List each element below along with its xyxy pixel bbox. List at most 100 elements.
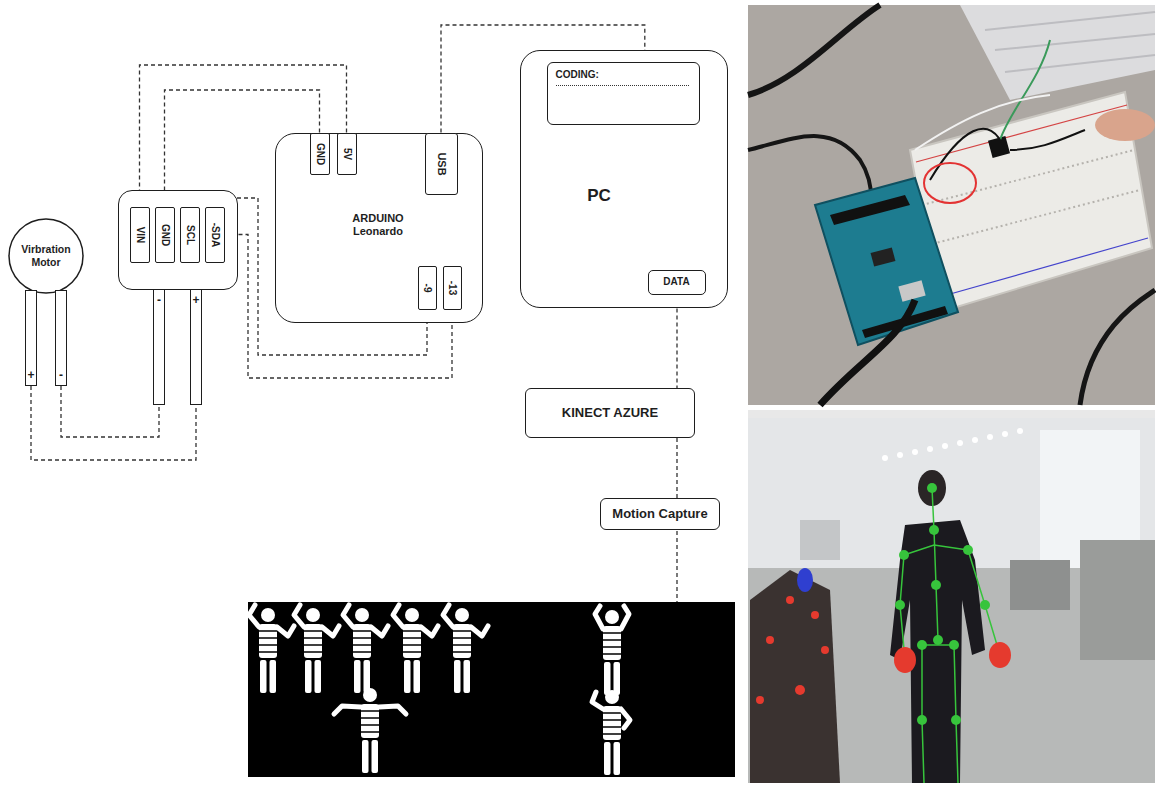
dancer-panel	[294, 605, 339, 693]
tracking-photo	[1017, 428, 1023, 434]
pc-box: PC CODING: DATA	[520, 50, 728, 308]
tracking-photo	[927, 483, 937, 493]
tracking-photo	[895, 600, 905, 610]
pin-box: 5V	[337, 133, 357, 175]
breadboard-photo	[915, 95, 1050, 150]
dancer-panel	[595, 606, 629, 629]
tracking-photo	[989, 642, 1011, 668]
lead-wire: -	[153, 289, 165, 405]
tracking-photo	[897, 452, 903, 458]
dancer-panel	[304, 608, 322, 693]
board-label: ARDUINO Leonardo	[338, 212, 418, 238]
breadboard-photo	[936, 238, 1148, 298]
pin-label: -9	[421, 283, 433, 292]
pin-label: -SDA	[209, 222, 221, 246]
code-panel: CODING:	[547, 62, 700, 125]
driver-board: VIN GND SCL -SDA	[118, 190, 238, 290]
tracking-photo	[821, 646, 829, 654]
tracking-photo	[748, 410, 1155, 418]
breadboard-photo	[871, 247, 896, 266]
pin-box: SCL	[180, 207, 200, 263]
dancer-panel	[603, 610, 621, 695]
dancer-panel	[343, 605, 388, 693]
dancer-panel	[249, 605, 294, 693]
dancer-panel	[353, 608, 371, 693]
tracking-photo	[917, 640, 927, 650]
tracking-photo	[968, 550, 1000, 655]
tracking-photo	[1002, 431, 1008, 437]
tracking-photo	[954, 645, 958, 783]
tracking-photo	[929, 525, 939, 535]
dancer-panel	[343, 605, 388, 636]
motor-label: Virbration Motor	[15, 243, 77, 268]
tracking-photo	[1010, 560, 1070, 610]
breadboard-photo	[960, 5, 1155, 100]
port-label: DATA	[663, 276, 689, 288]
pc-label: PC	[569, 186, 629, 206]
breadboard-photo	[985, 12, 1155, 72]
breadboard-photo	[898, 280, 925, 302]
dancer-panel	[603, 690, 621, 775]
tracking-photo	[766, 636, 774, 644]
tracking-photo	[748, 410, 1155, 783]
polarity-sign: -	[150, 294, 168, 306]
pin-label: 5V	[341, 147, 353, 159]
dancer-panel	[248, 602, 735, 777]
tracking-photo	[756, 696, 764, 704]
dancer-panel	[334, 688, 406, 773]
tracking-photo	[927, 446, 933, 452]
tracking-photo	[900, 488, 1000, 783]
lead-wire: -	[55, 290, 67, 386]
pin-box: VIN	[130, 207, 150, 263]
tracking-photo	[912, 449, 918, 455]
tracking-photo	[748, 410, 1155, 783]
dancer-panel	[334, 706, 406, 714]
feed-line	[676, 531, 677, 602]
tracking-photo	[1080, 540, 1155, 660]
tracking-photo	[811, 611, 819, 619]
tracking-photo	[942, 443, 948, 449]
breadboard-photo	[928, 190, 1140, 245]
wire-connector	[676, 295, 677, 389]
tracking-photo	[922, 645, 924, 783]
process-label: KINECT AZURE	[562, 405, 658, 421]
tracking-photo	[750, 570, 840, 783]
tracking-photo	[963, 545, 973, 555]
dancer-panel	[294, 605, 339, 636]
tracking-photo	[980, 600, 990, 610]
breadboard-photo	[820, 300, 915, 405]
tracking-photo	[972, 437, 978, 443]
dancer-panel	[259, 608, 277, 693]
tracking-photo	[756, 596, 829, 704]
dancer-panel	[592, 690, 630, 775]
motor-circle: Virbration Motor	[8, 218, 84, 294]
pin-box: GND	[310, 133, 330, 175]
tracking-photo	[917, 715, 927, 725]
arduino-board: ARDUINO LeonardoGND5VUSB-9-13	[275, 133, 483, 323]
pin-label: VIN	[134, 226, 146, 243]
pin-box: -9	[418, 266, 437, 310]
tracking-photo	[786, 596, 794, 604]
tracking-photo	[882, 428, 1023, 461]
lead-wire: +	[25, 290, 37, 386]
breadboard-photo	[922, 150, 1134, 205]
pin-box: -13	[443, 266, 462, 310]
breadboard-photo	[1095, 109, 1155, 141]
breadboard-photo	[748, 5, 880, 95]
dancer-panel	[393, 605, 438, 636]
pin-box: -SDA	[205, 207, 225, 263]
process-label: Motion Capture	[612, 506, 707, 522]
pin-label: GND	[159, 223, 171, 245]
polarity-sign: +	[187, 294, 205, 306]
breadboard-photo	[1080, 290, 1155, 405]
breadboard-photo	[924, 163, 976, 203]
pin-label: GND	[314, 142, 326, 164]
dancer-panel	[443, 605, 488, 636]
lead-wire: +	[190, 289, 202, 405]
tracking-photo	[933, 635, 943, 645]
panel-label: CODING:	[556, 69, 599, 81]
breadboard-photo	[815, 178, 958, 345]
pin-label: SCL	[184, 225, 196, 245]
dancer-panel	[361, 688, 379, 773]
breadboard-photo	[930, 129, 1005, 180]
